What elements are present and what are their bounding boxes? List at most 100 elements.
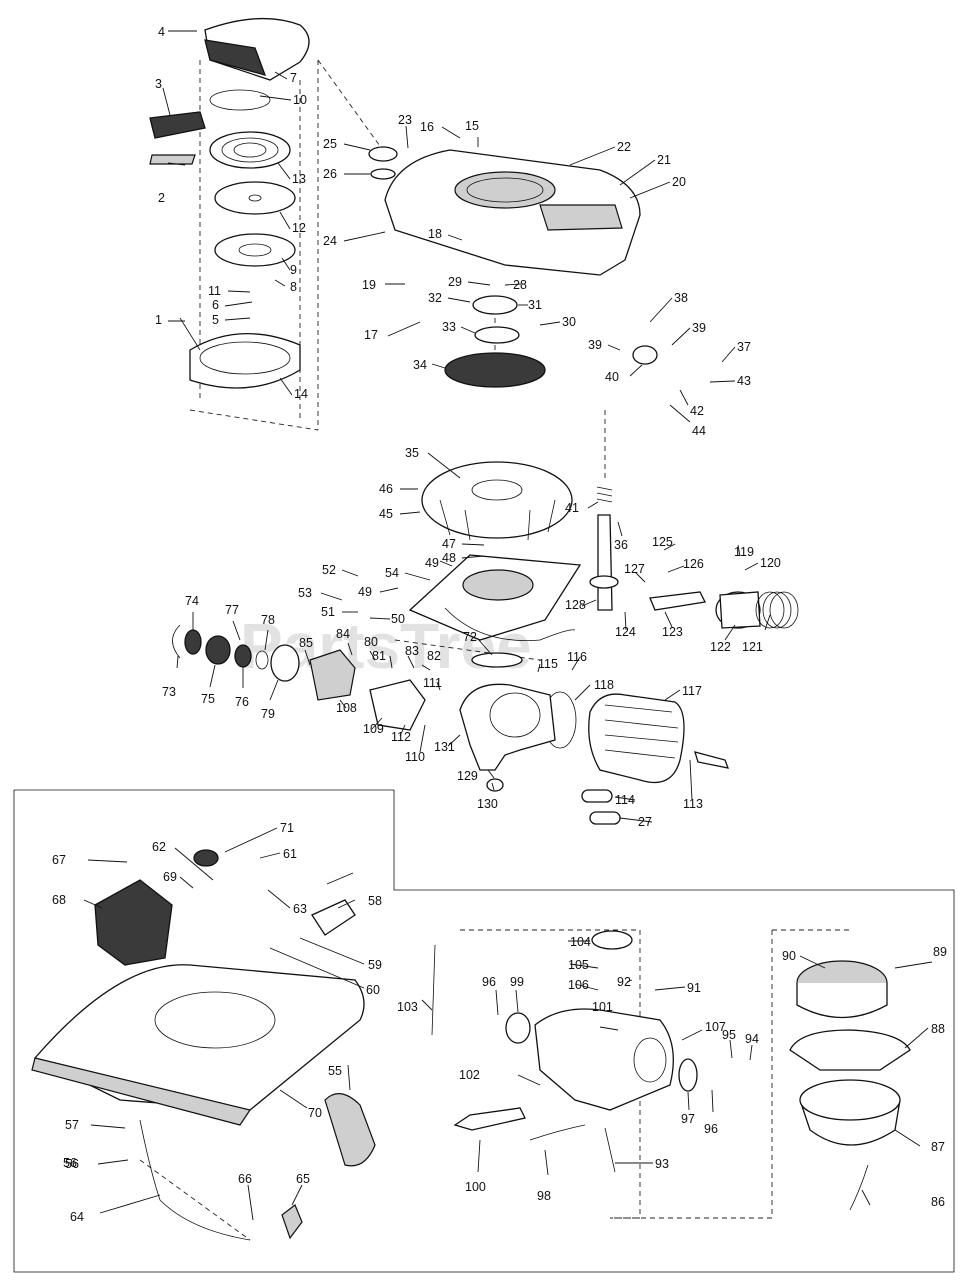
part-number-label: 127 [624, 562, 645, 576]
part-drawings [31, 17, 911, 1241]
part-number-label: 75 [201, 692, 215, 706]
part-number-label: 99 [510, 975, 524, 989]
part-number-label: 126 [683, 557, 704, 571]
part-number-label: 5 [212, 313, 219, 327]
part-number-label: 96 [482, 975, 496, 989]
part-number-labels: 1234567891011121314151617181920212223242… [52, 25, 947, 1224]
part-number-label: 59 [368, 958, 382, 972]
part-number-label: 89 [933, 945, 947, 959]
part-number-label: 106 [568, 978, 589, 992]
part-number-label: 56 [63, 1156, 77, 1170]
part-number-label: 60 [366, 983, 380, 997]
part-number-label: 54 [385, 566, 399, 580]
part-number-label: 73 [162, 685, 176, 699]
part-number-label: 114 [615, 793, 635, 807]
part-number-label: 20 [672, 175, 686, 189]
part-number-label: 81 [372, 649, 386, 663]
part-number-label: 123 [662, 625, 683, 639]
part-number-label: 13 [292, 172, 306, 186]
part-number-label: 24 [323, 234, 337, 248]
part-number-label: 121 [742, 640, 763, 654]
part-number-label: 10 [293, 93, 307, 107]
leader-lines [83, 30, 933, 1221]
part-number-label: 35 [405, 446, 419, 460]
part-number-label: 68 [52, 893, 66, 907]
part-number-label: 97 [681, 1112, 695, 1126]
part-number-label: 30 [562, 315, 576, 329]
part-number-label: 64 [70, 1210, 84, 1224]
part-number-label: 21 [657, 153, 671, 167]
part-number-label: 102 [459, 1068, 480, 1082]
part-number-label: 40 [605, 370, 619, 384]
part-number-label: 131 [434, 740, 455, 754]
part-number-label: 56 [65, 1157, 79, 1171]
part-number-label: 122 [710, 640, 731, 654]
part-number-label: 49 [358, 585, 372, 599]
part-number-label: 72 [463, 630, 477, 644]
part-number-label: 84 [336, 627, 350, 641]
part-number-label: 48 [442, 551, 456, 565]
part-number-label: 8 [290, 280, 297, 294]
inset-panels [13, 789, 955, 1273]
part-number-label: 85 [299, 636, 313, 650]
part-number-label: 124 [615, 625, 636, 639]
part-number-label: 110 [405, 750, 425, 764]
part-number-label: 18 [428, 227, 442, 241]
part-number-label: 37 [737, 340, 751, 354]
part-number-label: 25 [323, 137, 337, 151]
part-number-label: 78 [261, 613, 275, 627]
part-number-label: 41 [565, 501, 579, 515]
part-number-label: 125 [652, 535, 673, 549]
part-number-label: 19 [362, 278, 376, 292]
part-number-label: 49 [425, 556, 439, 570]
part-number-label: 57 [65, 1118, 79, 1132]
part-number-label: 11 [208, 284, 221, 298]
part-number-label: 26 [323, 167, 337, 181]
part-number-label: 36 [614, 538, 628, 552]
part-number-label: 130 [477, 797, 498, 811]
part-number-label: 77 [225, 603, 239, 617]
part-number-label: 44 [692, 424, 706, 438]
part-number-label: 71 [280, 821, 294, 835]
part-number-label: 117 [682, 684, 702, 698]
part-number-label: 92 [617, 975, 631, 989]
part-number-label: 16 [420, 120, 434, 134]
part-number-label: 90 [782, 949, 796, 963]
part-number-label: 62 [152, 840, 166, 854]
part-number-label: 91 [687, 981, 701, 995]
part-number-label: 38 [674, 291, 688, 305]
part-number-label: 80 [364, 635, 378, 649]
part-number-label: 39 [692, 321, 706, 335]
part-number-label: 94 [745, 1032, 759, 1046]
part-number-label: 27 [638, 815, 652, 829]
part-number-label: 104 [570, 935, 591, 949]
part-number-label: 22 [617, 140, 631, 154]
part-number-label: 65 [296, 1172, 310, 1186]
part-number-label: 12 [292, 221, 306, 235]
part-number-label: 2 [158, 191, 165, 205]
part-number-label: 34 [413, 358, 427, 372]
part-number-label: 87 [931, 1140, 945, 1154]
part-number-label: 118 [594, 678, 614, 692]
part-number-label: 52 [322, 563, 336, 577]
part-number-label: 82 [427, 649, 441, 663]
part-number-label: 79 [261, 707, 275, 721]
part-number-label: 76 [235, 695, 249, 709]
part-number-label: 29 [448, 275, 462, 289]
part-number-label: 3 [155, 77, 162, 91]
part-number-label: 69 [163, 870, 177, 884]
part-number-label: 50 [391, 612, 405, 626]
part-number-label: 116 [567, 650, 587, 664]
part-number-label: 4 [158, 25, 165, 39]
part-number-label: 96 [704, 1122, 718, 1136]
part-number-label: 1 [155, 313, 162, 327]
part-number-label: 66 [238, 1172, 252, 1186]
part-number-label: 53 [298, 586, 312, 600]
part-number-label: 93 [655, 1157, 669, 1171]
part-number-label: 115 [538, 657, 558, 671]
part-number-label: 74 [185, 594, 199, 608]
part-number-label: 112 [391, 730, 411, 744]
part-number-label: 42 [690, 404, 704, 418]
part-number-label: 129 [457, 769, 478, 783]
